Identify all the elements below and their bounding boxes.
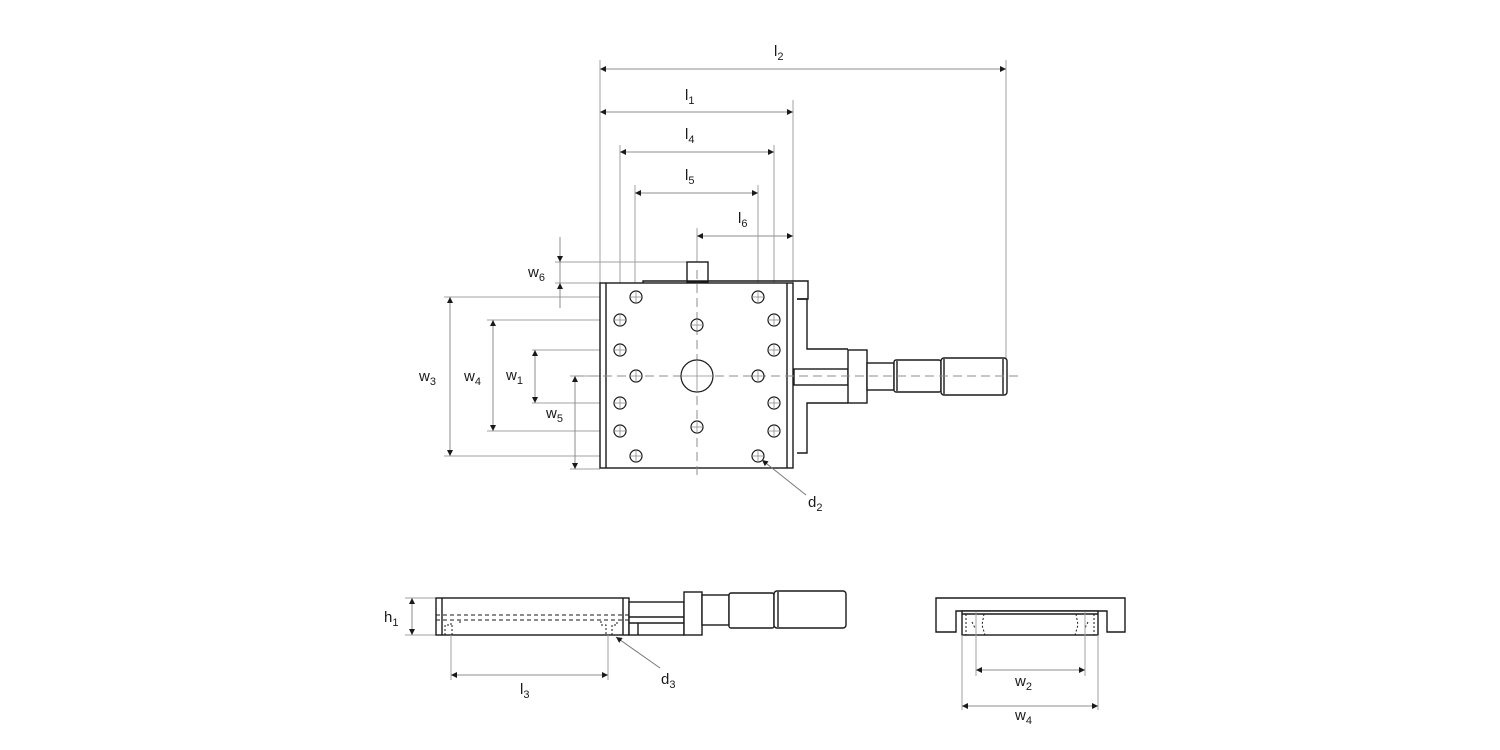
hidden-counterbore <box>600 621 618 635</box>
label-h1: h1 <box>384 609 398 629</box>
center-hole <box>680 359 714 393</box>
hole <box>629 290 643 304</box>
hole <box>751 449 765 463</box>
mounting-holes <box>613 290 781 463</box>
hole <box>751 369 765 383</box>
end-cap <box>935 597 1126 633</box>
side-bracket-side <box>628 601 685 636</box>
label-w2: w2 <box>1014 673 1032 693</box>
top-view: l2 l1 l4 l5 l6 w3 w4 w1 w5 w6 <box>418 43 1020 514</box>
hole <box>613 396 627 410</box>
end-view: w2 w4 <box>935 597 1126 727</box>
label-w1: w1 <box>505 367 523 387</box>
label-w3: w3 <box>418 368 436 388</box>
end-body <box>961 610 1099 636</box>
label-l6: l6 <box>738 210 747 230</box>
leader-d2 <box>761 459 807 496</box>
hole <box>629 369 643 383</box>
hole <box>767 313 781 327</box>
micrometer-sleeve-side <box>701 594 730 626</box>
hole <box>767 343 781 357</box>
hole <box>767 424 781 438</box>
side-view: h1 l3 d3 <box>384 590 847 701</box>
hole <box>767 396 781 410</box>
hole <box>613 343 627 357</box>
hole <box>751 290 765 304</box>
hole <box>690 318 704 332</box>
spindle <box>793 368 849 386</box>
hole <box>613 424 627 438</box>
label-d3: d3 <box>661 671 675 691</box>
label-w4: w4 <box>463 368 481 388</box>
stage-body-side <box>435 597 630 636</box>
hidden-counterbore <box>444 621 461 635</box>
hidden-hole <box>965 613 986 636</box>
label-w6: w6 <box>527 264 545 284</box>
micrometer-thimble-side <box>773 590 847 629</box>
label-l5: l5 <box>685 167 694 187</box>
label-w4-end: w4 <box>1014 707 1032 727</box>
hole <box>613 313 627 327</box>
label-l2: l2 <box>774 43 783 63</box>
label-l1: l1 <box>685 87 694 107</box>
label-d2: d2 <box>808 494 822 514</box>
hole <box>629 449 643 463</box>
side-bracket <box>797 298 848 454</box>
label-l3: l3 <box>520 681 529 701</box>
label-l4: l4 <box>685 126 694 146</box>
label-w5: w5 <box>545 405 563 425</box>
micrometer-clamp-side <box>683 591 703 636</box>
leader-d3 <box>615 636 661 669</box>
micrometer-barrel-side <box>728 592 775 629</box>
hole <box>690 420 704 434</box>
